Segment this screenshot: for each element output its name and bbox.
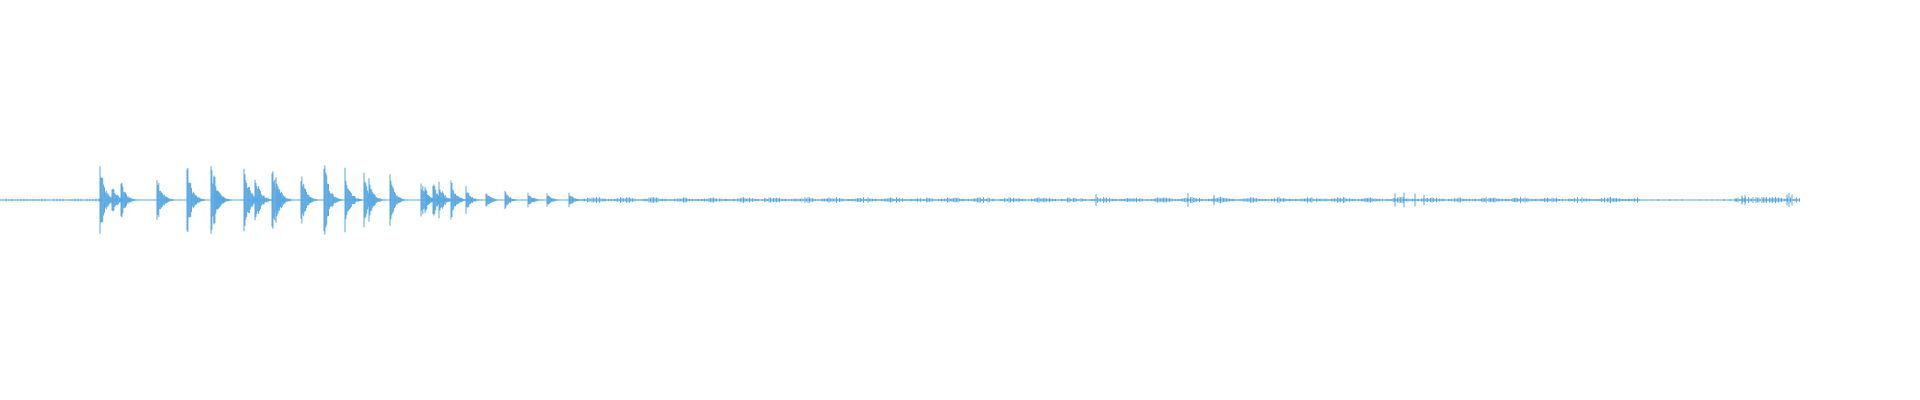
waveform-peaks: [0, 165, 1800, 235]
